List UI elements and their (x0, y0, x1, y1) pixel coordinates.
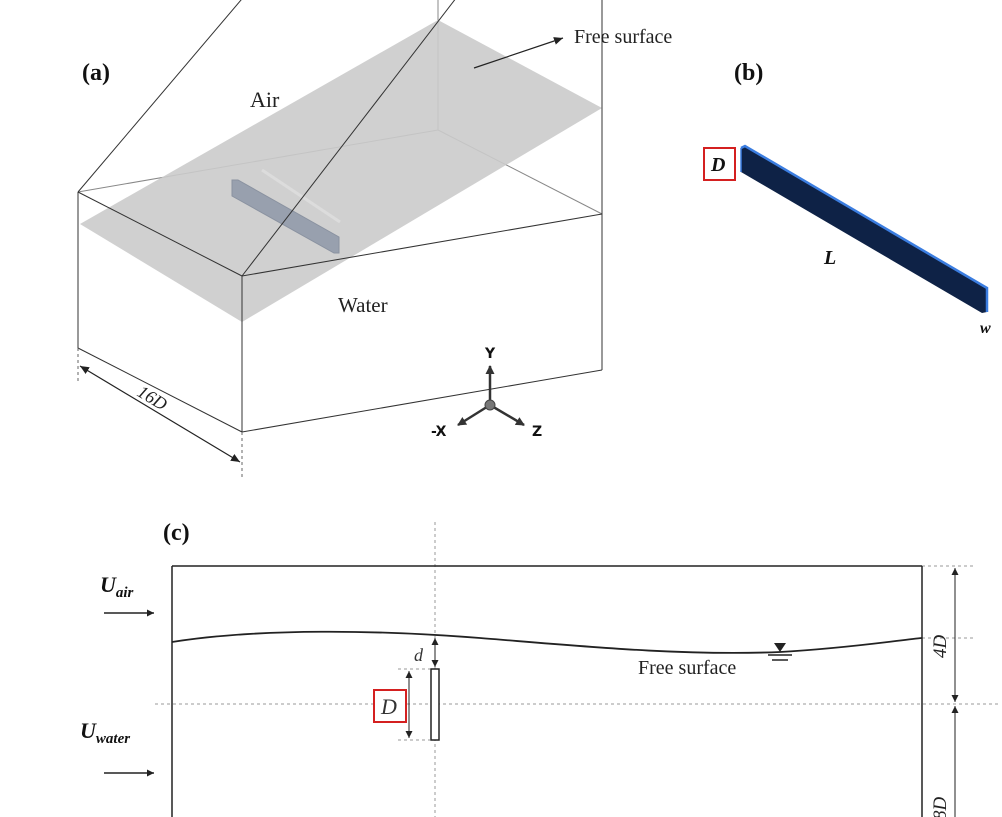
domain-2d (171, 565, 923, 817)
panel-b-label: (b) (734, 60, 763, 86)
panel-c-plate (430, 668, 440, 741)
plate-3d-edge (740, 144, 989, 312)
D-label-c: D (380, 694, 397, 719)
svg-text:Uwater: Uwater (80, 718, 130, 747)
panel-a-plate-wake (261, 168, 341, 224)
water-label: Water (338, 293, 388, 317)
width-dimension: 16D (77, 348, 243, 478)
u-water-main: U (80, 718, 97, 743)
width-dimension-arrow (79, 365, 241, 463)
u-air-sub: air (116, 585, 134, 601)
u-air-annotation: Uair (100, 572, 154, 617)
u-water-annotation: Uwater (80, 718, 154, 777)
axis-x-label: -X (431, 424, 447, 440)
air-label: Air (250, 87, 280, 112)
panel-a: (a) 16D (77, 0, 672, 478)
free-surface-label-c: Free surface (638, 657, 736, 679)
D-highlight-box (703, 147, 736, 181)
lower-dimension-label: 8D (930, 797, 951, 817)
panel-a-label: (a) (82, 60, 110, 86)
D-highlight-box-c (373, 689, 407, 723)
water-level-symbol (768, 643, 792, 661)
panel-c-label: (c) (163, 520, 190, 546)
free-surface-pointer (473, 37, 564, 69)
free-surface-label-a: Free surface (574, 26, 672, 48)
axis-z-label: Z (532, 424, 542, 440)
plate-D-label: D (710, 154, 725, 176)
axes-origin (484, 399, 496, 411)
width-dimension-label: 16D (134, 381, 171, 414)
d-label: d (414, 645, 424, 665)
plate-w-label: w (980, 320, 991, 337)
axis-y-label: Y (484, 346, 496, 362)
free-surface-plane (80, 20, 602, 322)
guide-lines (155, 522, 1000, 817)
panel-a-plate (231, 179, 340, 254)
plate-3d (741, 146, 987, 313)
coordinate-axes: Y -X Z (431, 346, 542, 440)
free-surface-wave (171, 630, 923, 654)
u-water-sub: water (96, 731, 130, 747)
u-air-main: U (100, 572, 117, 597)
plate-L-label: L (823, 247, 836, 269)
svg-text:Uair: Uair (100, 572, 134, 601)
upper-dimension-label: 4D (930, 635, 951, 659)
panel-b: (b) D L w (703, 60, 991, 337)
panel-c: (c) Free surface d (80, 520, 1000, 817)
